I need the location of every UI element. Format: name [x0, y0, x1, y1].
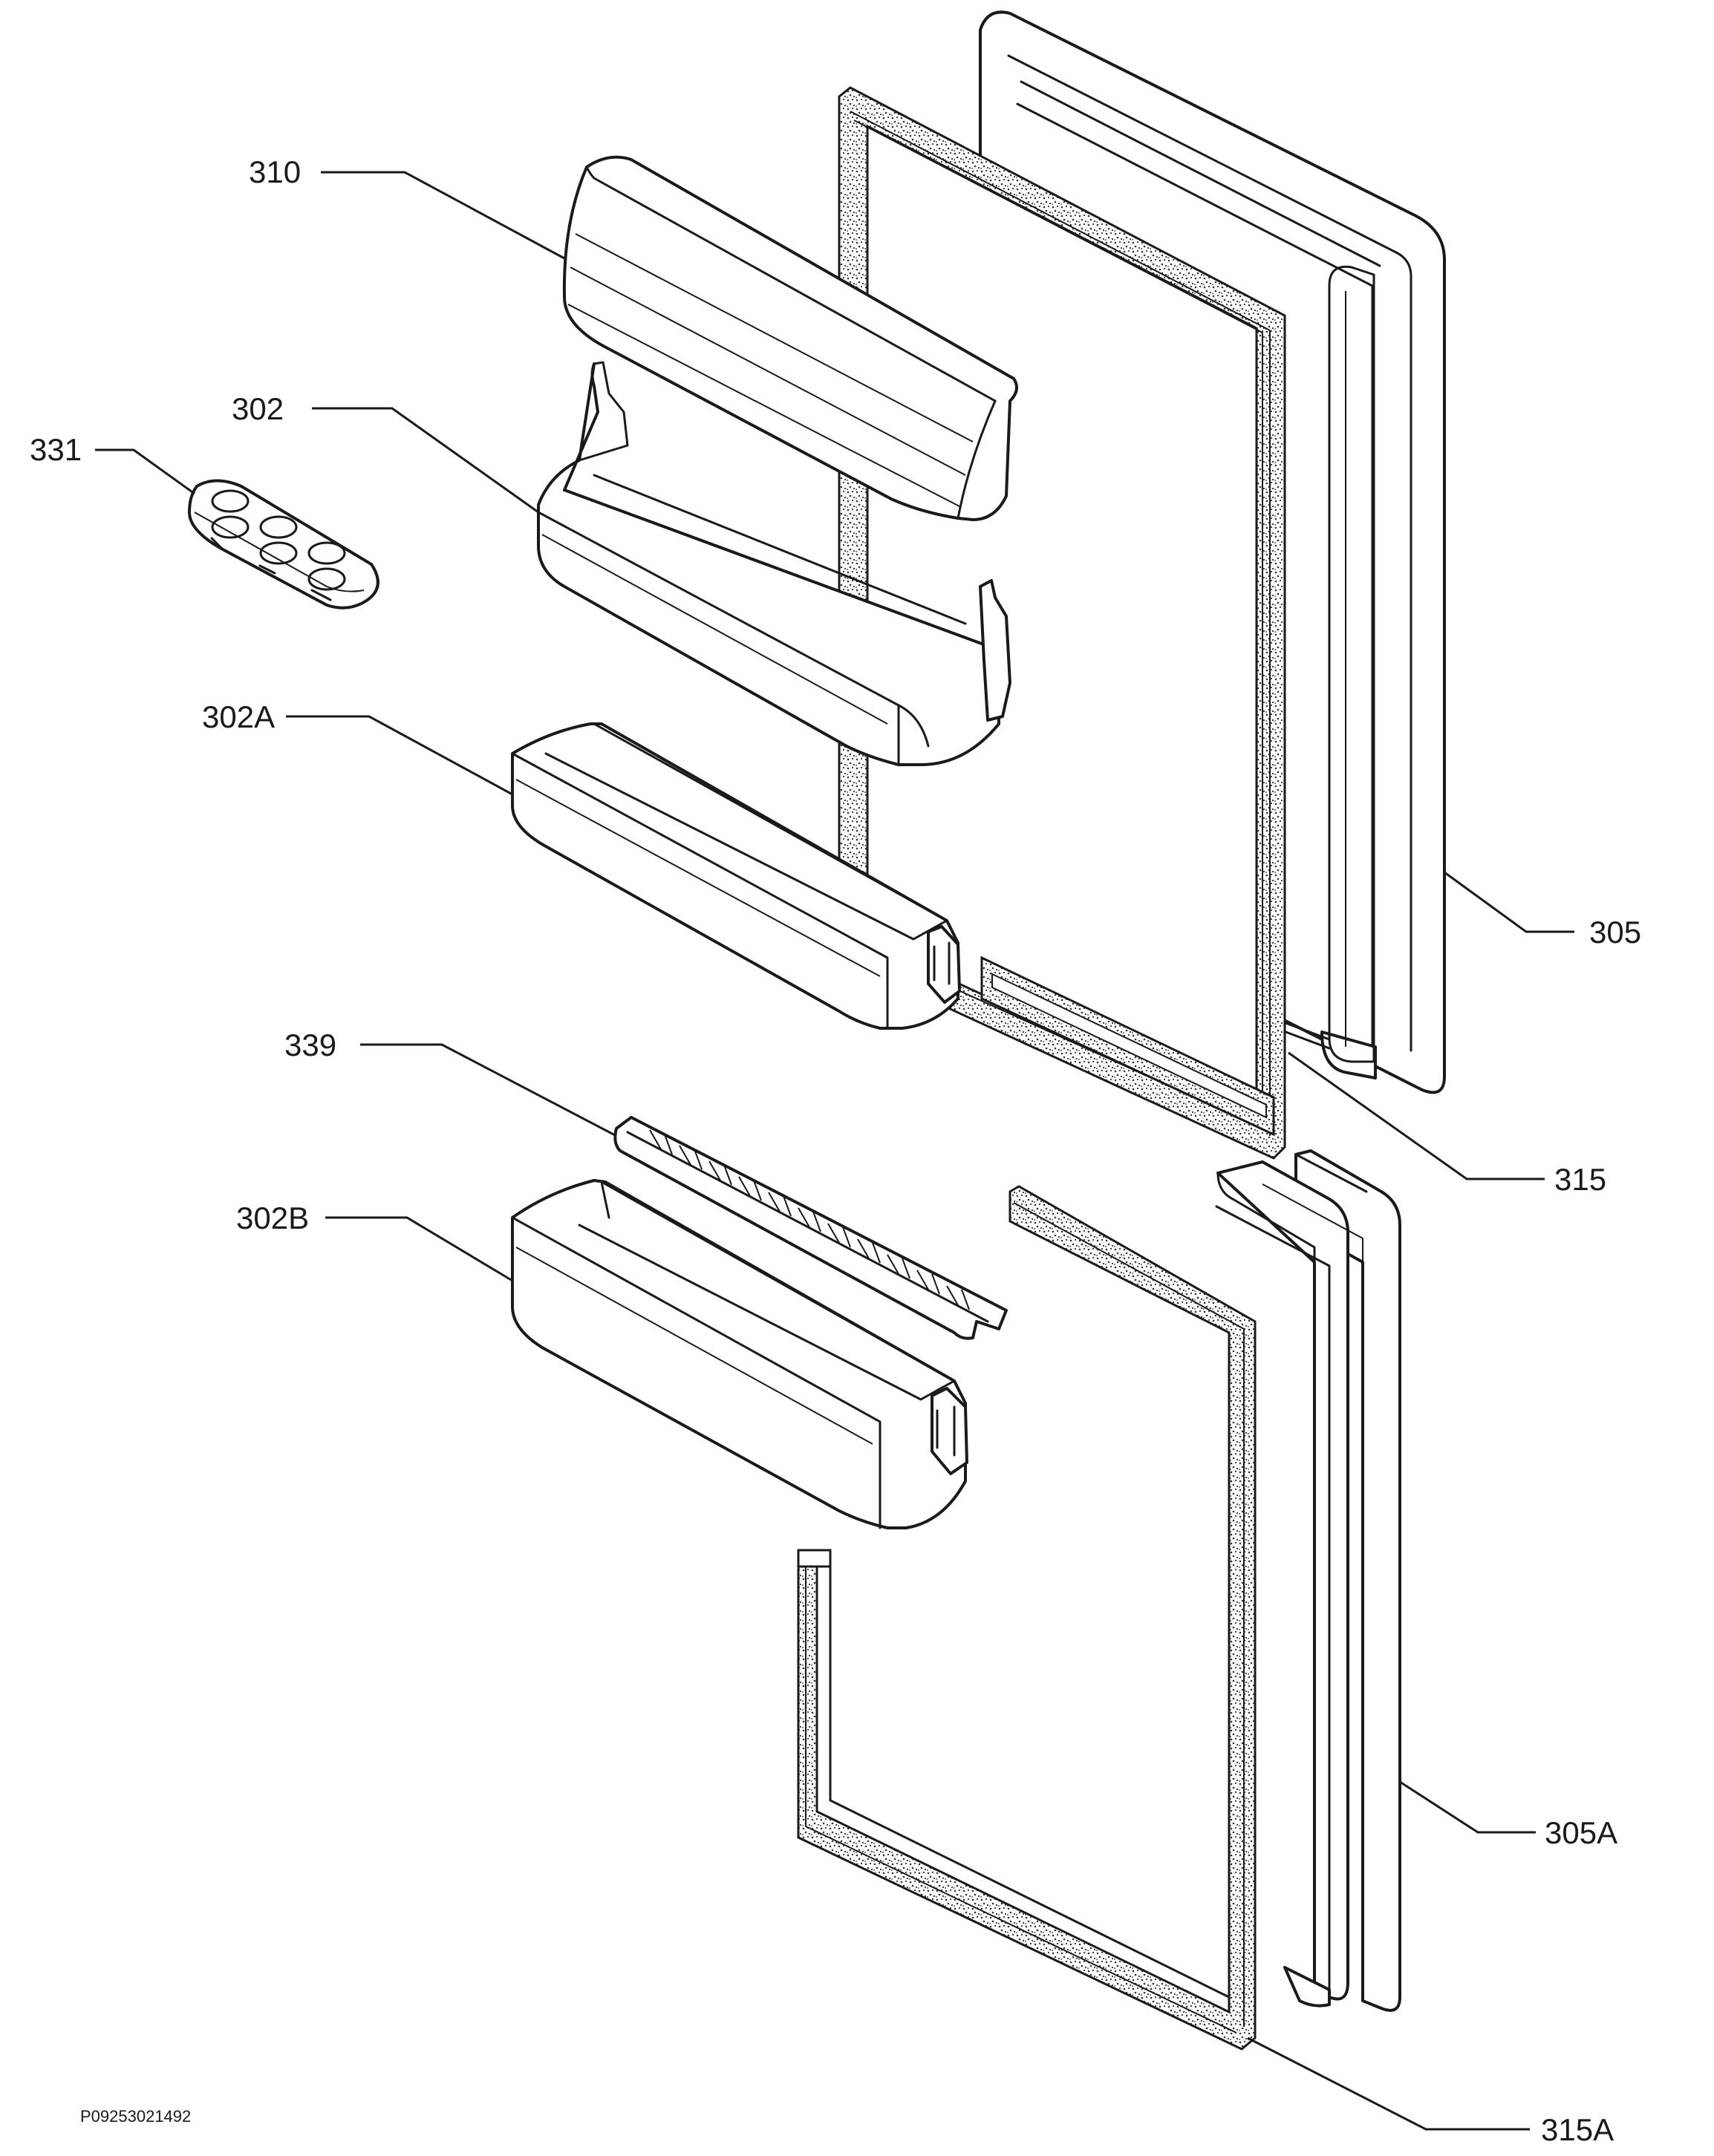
leader-331 [95, 448, 195, 495]
lower-door-panel [1215, 1149, 1401, 2012]
lower-door-gasket [797, 1185, 1257, 2051]
leader-302A [286, 715, 513, 796]
callout-302B: 302B [236, 1200, 309, 1235]
leader-339 [360, 1043, 617, 1137]
leader-302B [325, 1216, 513, 1282]
drawing-code: P09253021492 [80, 2107, 191, 2126]
callout-labels: 310 302 331 302A 339 302B 305 315 305A 3… [30, 154, 1641, 2147]
leader-315A [1247, 2036, 1530, 2131]
door-shelf [537, 361, 1011, 766]
leader-lines [95, 171, 1574, 2131]
callout-315: 315 [1554, 1162, 1606, 1197]
leader-305 [1444, 871, 1574, 933]
callout-305A: 305A [1545, 1815, 1617, 1850]
callout-302A: 302A [202, 699, 275, 734]
leader-315 [1288, 1051, 1545, 1180]
leader-302 [312, 407, 539, 514]
bottle-retainer [613, 1116, 1008, 1340]
callout-302: 302 [232, 391, 284, 426]
door-shelf-a [511, 722, 961, 1030]
callout-339: 339 [284, 1028, 336, 1062]
leader-310 [321, 171, 565, 260]
egg-tray [188, 479, 379, 610]
callout-315A: 315A [1541, 2112, 1614, 2147]
callout-310: 310 [249, 154, 301, 189]
dairy-compartment-lid [562, 155, 1018, 521]
leader-305A [1399, 1780, 1536, 1834]
callout-331: 331 [30, 432, 82, 467]
callout-305: 305 [1589, 915, 1641, 950]
door-shelf-b [511, 1179, 968, 1529]
